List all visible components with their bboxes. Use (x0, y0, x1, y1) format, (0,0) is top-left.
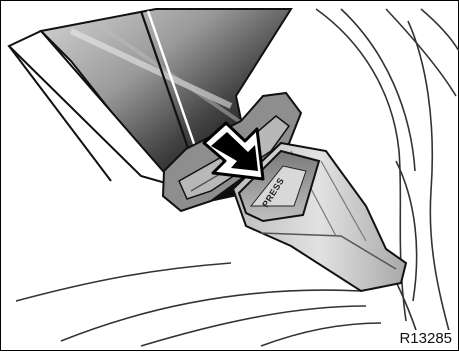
figure-code: R13285 (397, 330, 454, 348)
